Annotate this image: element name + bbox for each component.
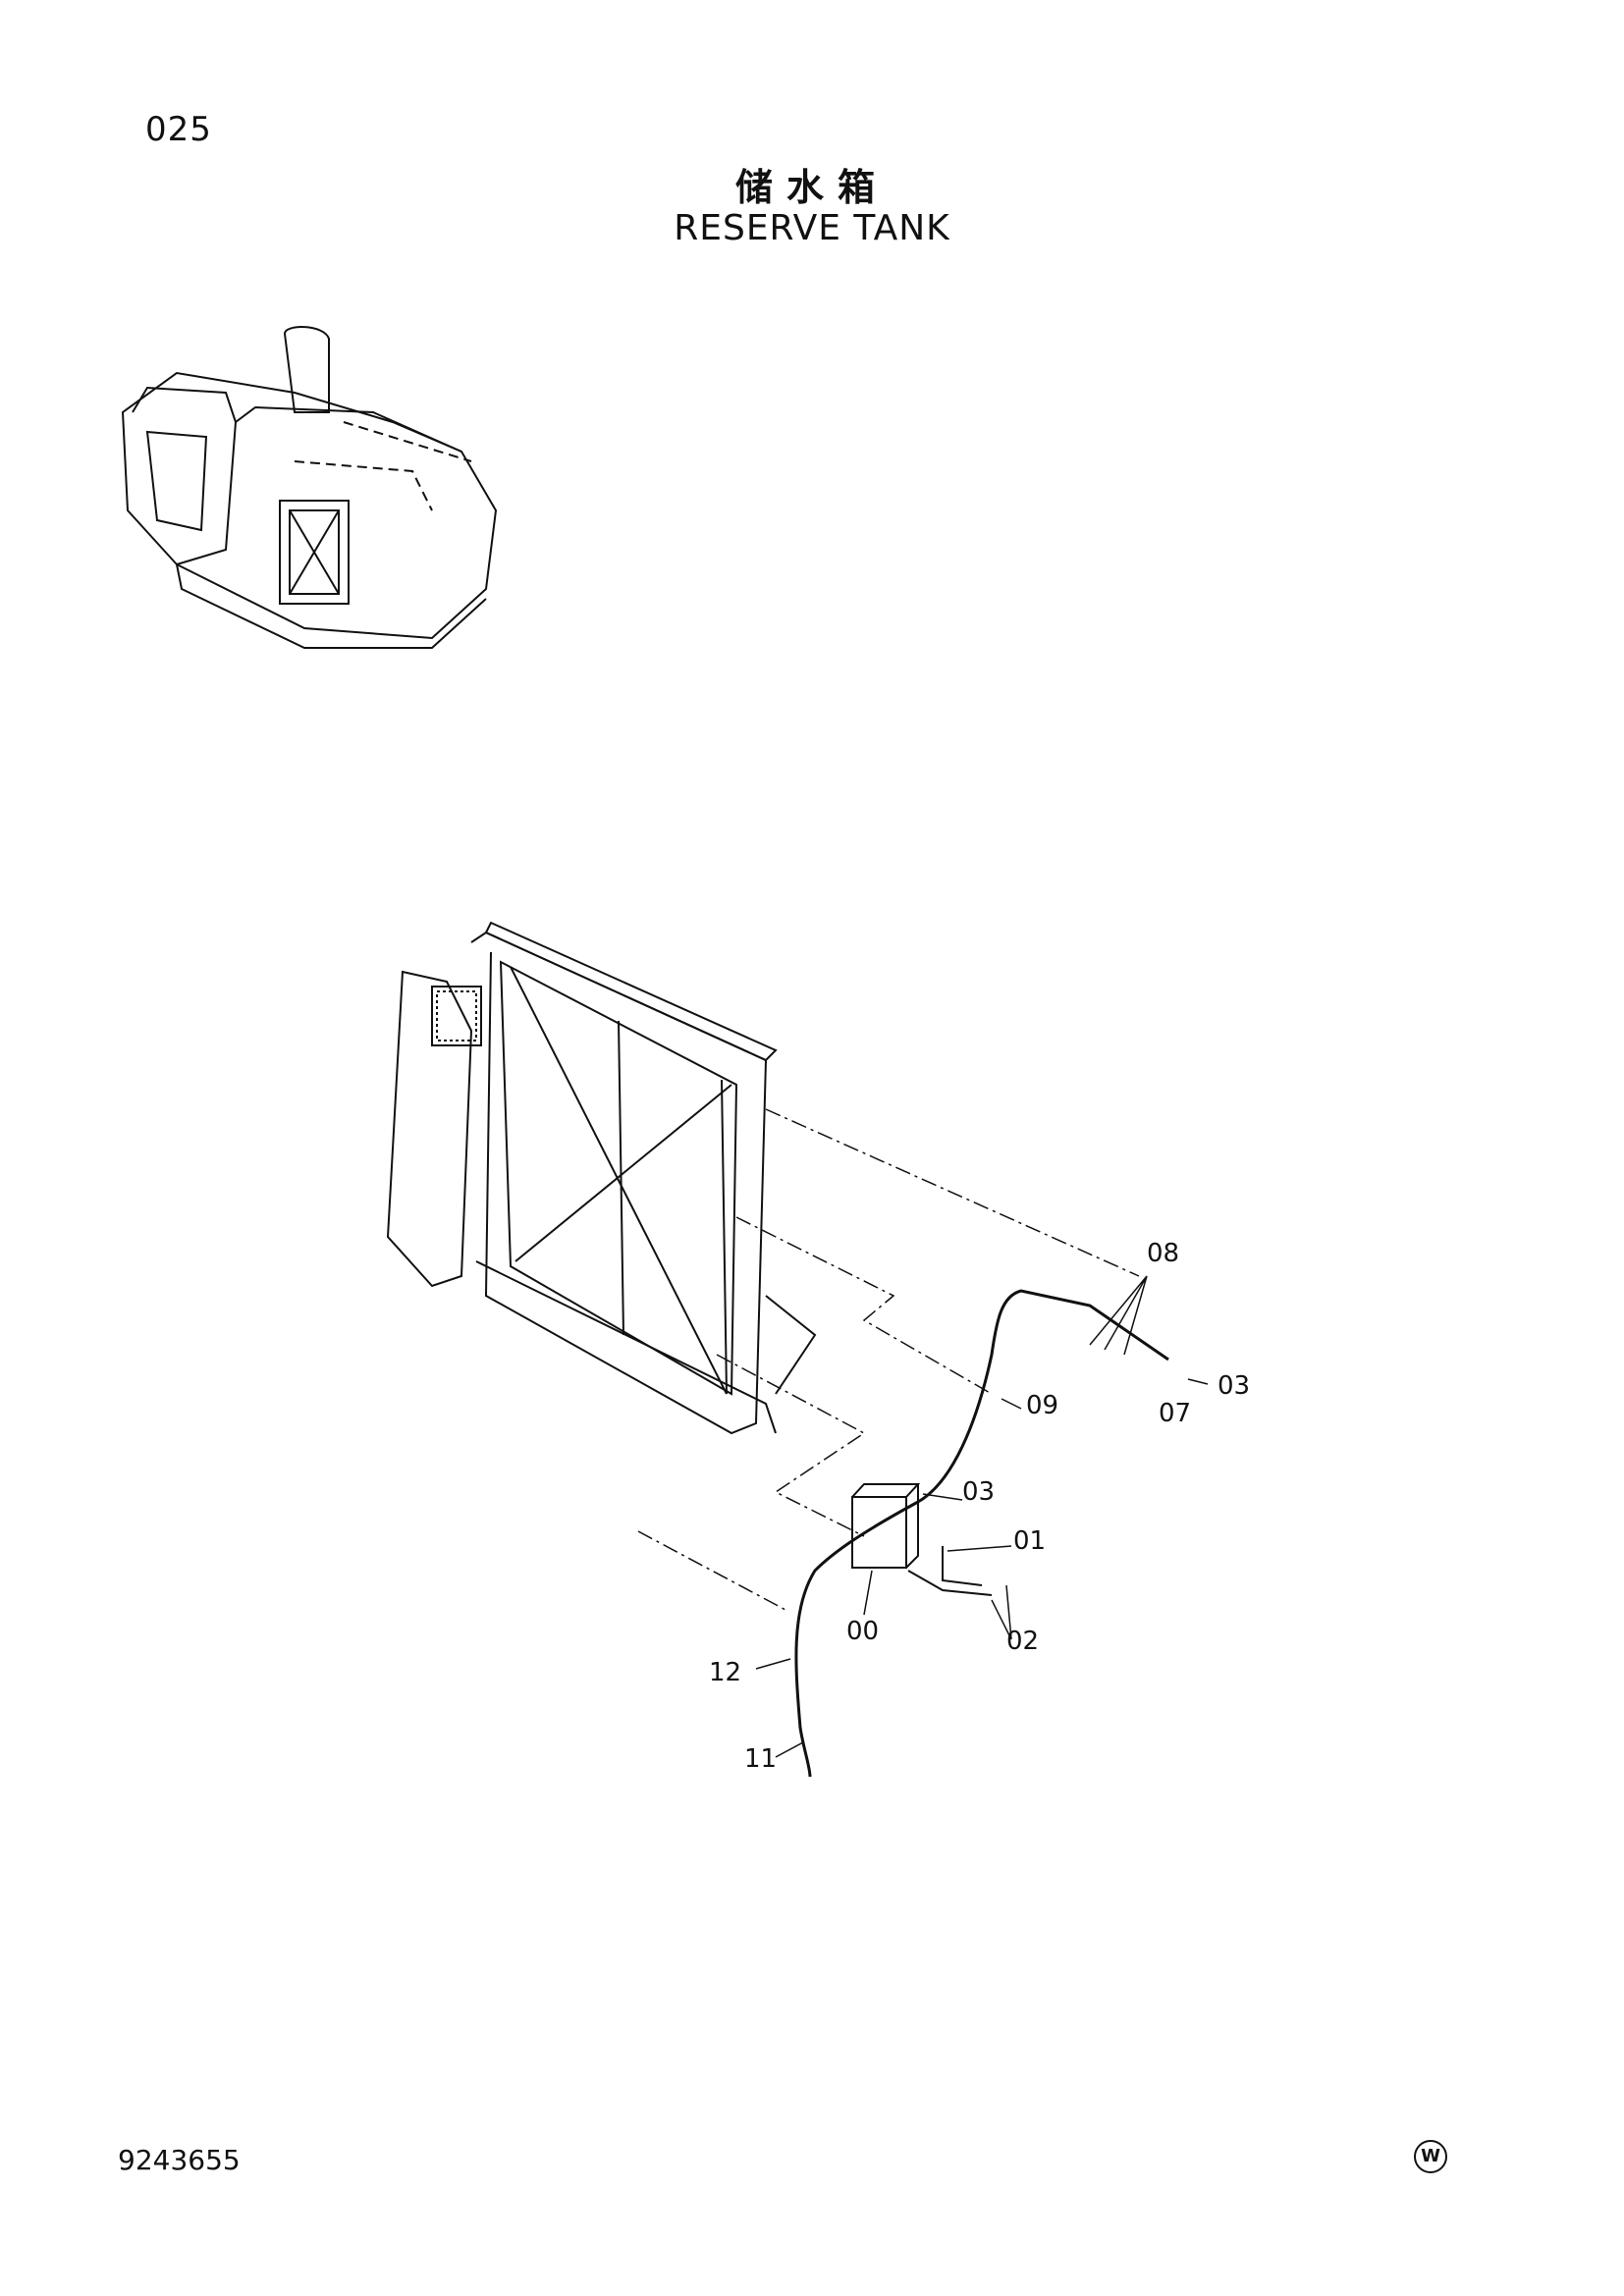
radiator-assembly: [386, 921, 817, 1435]
callout-11: 11: [744, 1744, 777, 1774]
callout-03-center: 03: [962, 1477, 995, 1507]
corner-mark-icon: W: [1414, 2140, 1447, 2173]
excavator-overview: [121, 326, 498, 649]
callout-03-right: 03: [1218, 1371, 1250, 1401]
leader-dash-lines: [637, 1108, 1140, 1611]
callout-00: 00: [846, 1617, 879, 1646]
page-number: 025: [145, 110, 212, 149]
callout-09: 09: [1026, 1391, 1058, 1420]
callout-07: 07: [1159, 1399, 1191, 1428]
document-number: 9243655: [118, 2144, 241, 2176]
callout-01: 01: [1013, 1526, 1046, 1556]
title-english: RESERVE TANK: [674, 208, 950, 248]
callout-leaders: [755, 1275, 1209, 1758]
title-chinese: 储水箱: [734, 166, 889, 209]
callout-02: 02: [1006, 1627, 1039, 1656]
callout-08: 08: [1147, 1239, 1179, 1268]
callout-12: 12: [709, 1658, 741, 1687]
hoses-and-tank: [794, 1289, 1169, 1778]
